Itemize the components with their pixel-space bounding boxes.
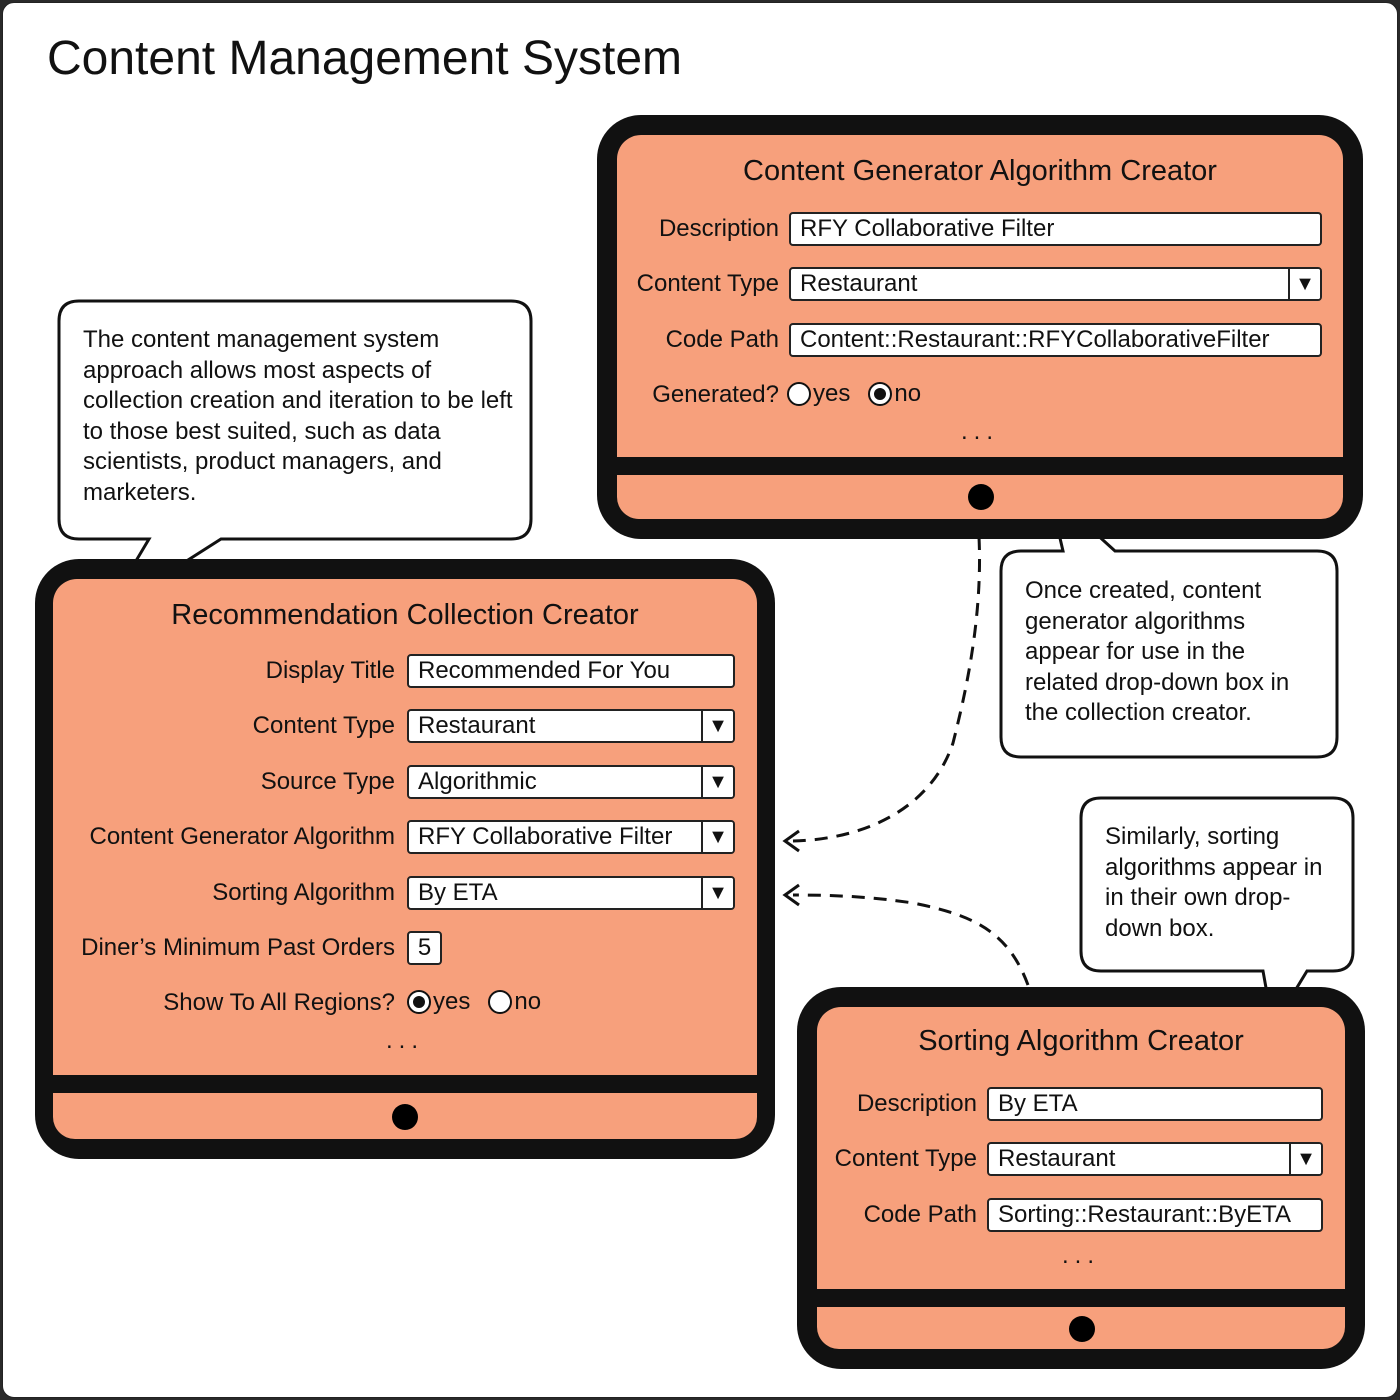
generator-more-ellipsis: ...	[960, 418, 999, 445]
collection-min-orders-label: Diner’s Minimum Past Orders	[81, 934, 395, 961]
sorting-tablet: Sorting Algorithm Creator Description By…	[797, 987, 1365, 1369]
generators-callout-text: Once created, content generator algorith…	[1025, 577, 1290, 726]
sorting-screen: Sorting Algorithm Creator Description By…	[817, 1007, 1345, 1289]
collection-sorting-label: Sorting Algorithm	[212, 879, 395, 906]
collection-sorting-select[interactable]: By ETA ▼	[407, 876, 735, 910]
all-regions-no-radio[interactable]	[488, 990, 513, 1014]
collection-generator-value: RFY Collaborative Filter	[418, 823, 673, 850]
collection-more-ellipsis: ...	[385, 1027, 424, 1054]
sorting-description-label: Description	[856, 1090, 977, 1117]
collection-all-regions-label: Show To All Regions?	[163, 989, 395, 1016]
collection-display-title-input[interactable]: Recommended For You	[407, 654, 735, 688]
generator-connector-arrowhead	[782, 829, 800, 853]
collection-source-type-label: Source Type	[260, 768, 395, 795]
sorting-home-button	[1069, 1316, 1095, 1342]
sorting-callout-text: Similarly, sorting algorithms appear in …	[1105, 823, 1323, 942]
generated-no-label[interactable]: no	[894, 380, 922, 407]
generated-yes-radio[interactable]	[787, 382, 811, 406]
sorting-connector-arrowhead	[782, 883, 800, 907]
generator-home-button	[968, 484, 994, 510]
generator-generated-radio-group: yes no	[787, 376, 939, 412]
generators-callout-bubble	[999, 486, 1339, 759]
generated-no-radio[interactable]	[868, 382, 893, 406]
collection-source-type-select[interactable]: Algorithmic ▼	[407, 765, 735, 799]
generated-yes-label[interactable]: yes	[813, 380, 851, 407]
all-regions-yes-radio[interactable]	[407, 990, 431, 1014]
collection-display-title-label: Display Title	[265, 657, 395, 684]
collection-panel-title: Recommendation Collection Creator	[171, 599, 639, 631]
sorting-content-type-select[interactable]: Restaurant ▼	[987, 1142, 1323, 1176]
generator-code-path-label: Code Path	[665, 326, 779, 353]
sorting-panel-title: Sorting Algorithm Creator	[918, 1025, 1244, 1057]
generator-screen: Content Generator Algorithm Creator Desc…	[617, 135, 1343, 457]
cms-callout-text: The content management system approach a…	[83, 326, 513, 506]
chevron-down-icon[interactable]: ▼	[1288, 269, 1320, 299]
page-title: Content Management System	[47, 32, 682, 85]
collection-content-type-value: Restaurant	[418, 712, 536, 739]
generator-code-path-input[interactable]: Content::Restaurant::RFYCollaborativeFil…	[789, 323, 1322, 357]
chevron-down-icon[interactable]: ▼	[701, 878, 733, 908]
sorting-content-type-label: Content Type	[834, 1145, 977, 1172]
sorting-content-type-value: Restaurant	[998, 1145, 1116, 1172]
collection-min-orders-input[interactable]: 5	[407, 931, 442, 965]
chevron-down-icon[interactable]: ▼	[701, 767, 733, 797]
generator-description-input[interactable]: RFY Collaborative Filter	[789, 212, 1322, 246]
generator-generated-label: Generated?	[652, 381, 779, 408]
chevron-down-icon[interactable]: ▼	[701, 711, 733, 741]
collection-generator-label: Content Generator Algorithm	[89, 823, 396, 850]
generator-content-type-label: Content Type	[636, 270, 779, 297]
collection-all-regions-radio-group: yes no	[407, 984, 559, 1020]
collection-tablet: Recommendation Collection Creator Displa…	[35, 559, 775, 1159]
sorting-connector-line	[792, 893, 1030, 986]
collection-source-type-value: Algorithmic	[418, 768, 537, 795]
generator-panel-title: Content Generator Algorithm Creator	[743, 155, 1217, 187]
generator-content-type-value: Restaurant	[800, 270, 918, 297]
collection-home-button	[392, 1104, 418, 1130]
all-regions-yes-label[interactable]: yes	[433, 988, 471, 1015]
collection-generator-select[interactable]: RFY Collaborative Filter ▼	[407, 820, 735, 854]
sorting-code-path-input[interactable]: Sorting::Restaurant::ByETA	[987, 1198, 1323, 1232]
chevron-down-icon[interactable]: ▼	[701, 822, 733, 852]
generator-description-label: Description	[658, 215, 779, 242]
sorting-more-ellipsis: ...	[1061, 1242, 1100, 1269]
generator-content-type-select[interactable]: Restaurant ▼	[789, 267, 1322, 301]
collection-sorting-value: By ETA	[418, 879, 498, 906]
generator-connector-line	[792, 536, 981, 843]
sorting-code-path-label: Code Path	[863, 1201, 977, 1228]
all-regions-no-label[interactable]: no	[514, 988, 542, 1015]
sorting-description-input[interactable]: By ETA	[987, 1087, 1323, 1121]
collection-content-type-select[interactable]: Restaurant ▼	[407, 709, 735, 743]
collection-screen: Recommendation Collection Creator Displa…	[53, 579, 757, 1075]
chevron-down-icon[interactable]: ▼	[1289, 1144, 1321, 1174]
generator-tablet: Content Generator Algorithm Creator Desc…	[597, 115, 1363, 539]
collection-content-type-label: Content Type	[252, 712, 395, 739]
